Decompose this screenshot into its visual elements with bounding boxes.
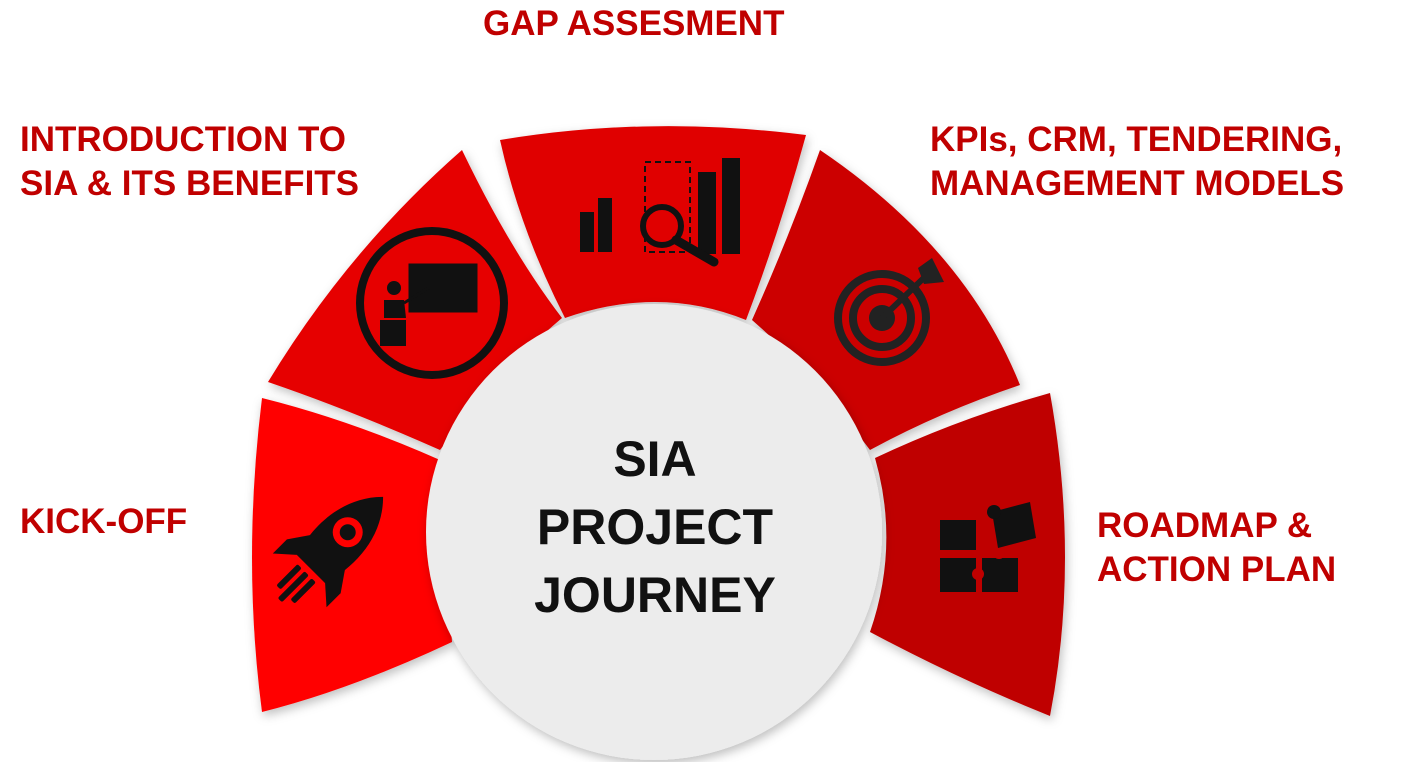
label-kpis: KPIs, CRM, TENDERING, MANAGEMENT MODELS <box>930 118 1344 206</box>
label-kpis-line-1: KPIs, CRM, TENDERING, <box>930 120 1343 159</box>
label-roadmap: ROADMAP & ACTION PLAN <box>1097 504 1336 592</box>
segment-roadmap <box>870 393 1065 716</box>
puzzle-icon <box>940 502 1036 592</box>
hub-title-line-2: PROJECT <box>536 499 774 555</box>
label-roadmap-line-1: ROADMAP & <box>1097 506 1313 545</box>
hub-circle <box>426 304 882 760</box>
label-gap-assessment: GAP ASSESMENT <box>483 2 784 46</box>
label-roadmap-line-2: ACTION PLAN <box>1097 550 1337 589</box>
label-introduction: INTRODUCTION TO SIA & ITS BENEFITS <box>20 118 359 206</box>
hub-title-line-3: JOURNEY <box>534 567 776 623</box>
label-introduction-line-2: SIA & ITS BENEFITS <box>20 164 360 203</box>
label-introduction-line-1: INTRODUCTION TO <box>20 120 347 159</box>
target-dart-icon <box>834 258 944 366</box>
rocket-icon <box>272 496 384 608</box>
label-gap-assessment-text: GAP ASSESMENT <box>483 4 785 43</box>
hub-title: SIA PROJECT JOURNEY <box>455 425 855 629</box>
hub-title-line-1: SIA <box>613 431 697 487</box>
segment-gap-assessment <box>500 126 806 320</box>
label-kick-off-text: KICK-OFF <box>20 502 188 541</box>
bar-chart-magnifier-icon <box>580 158 740 267</box>
teacher-presentation-icon <box>356 227 508 379</box>
label-kpis-line-2: MANAGEMENT MODELS <box>930 164 1345 203</box>
label-kick-off: KICK-OFF <box>20 500 187 544</box>
